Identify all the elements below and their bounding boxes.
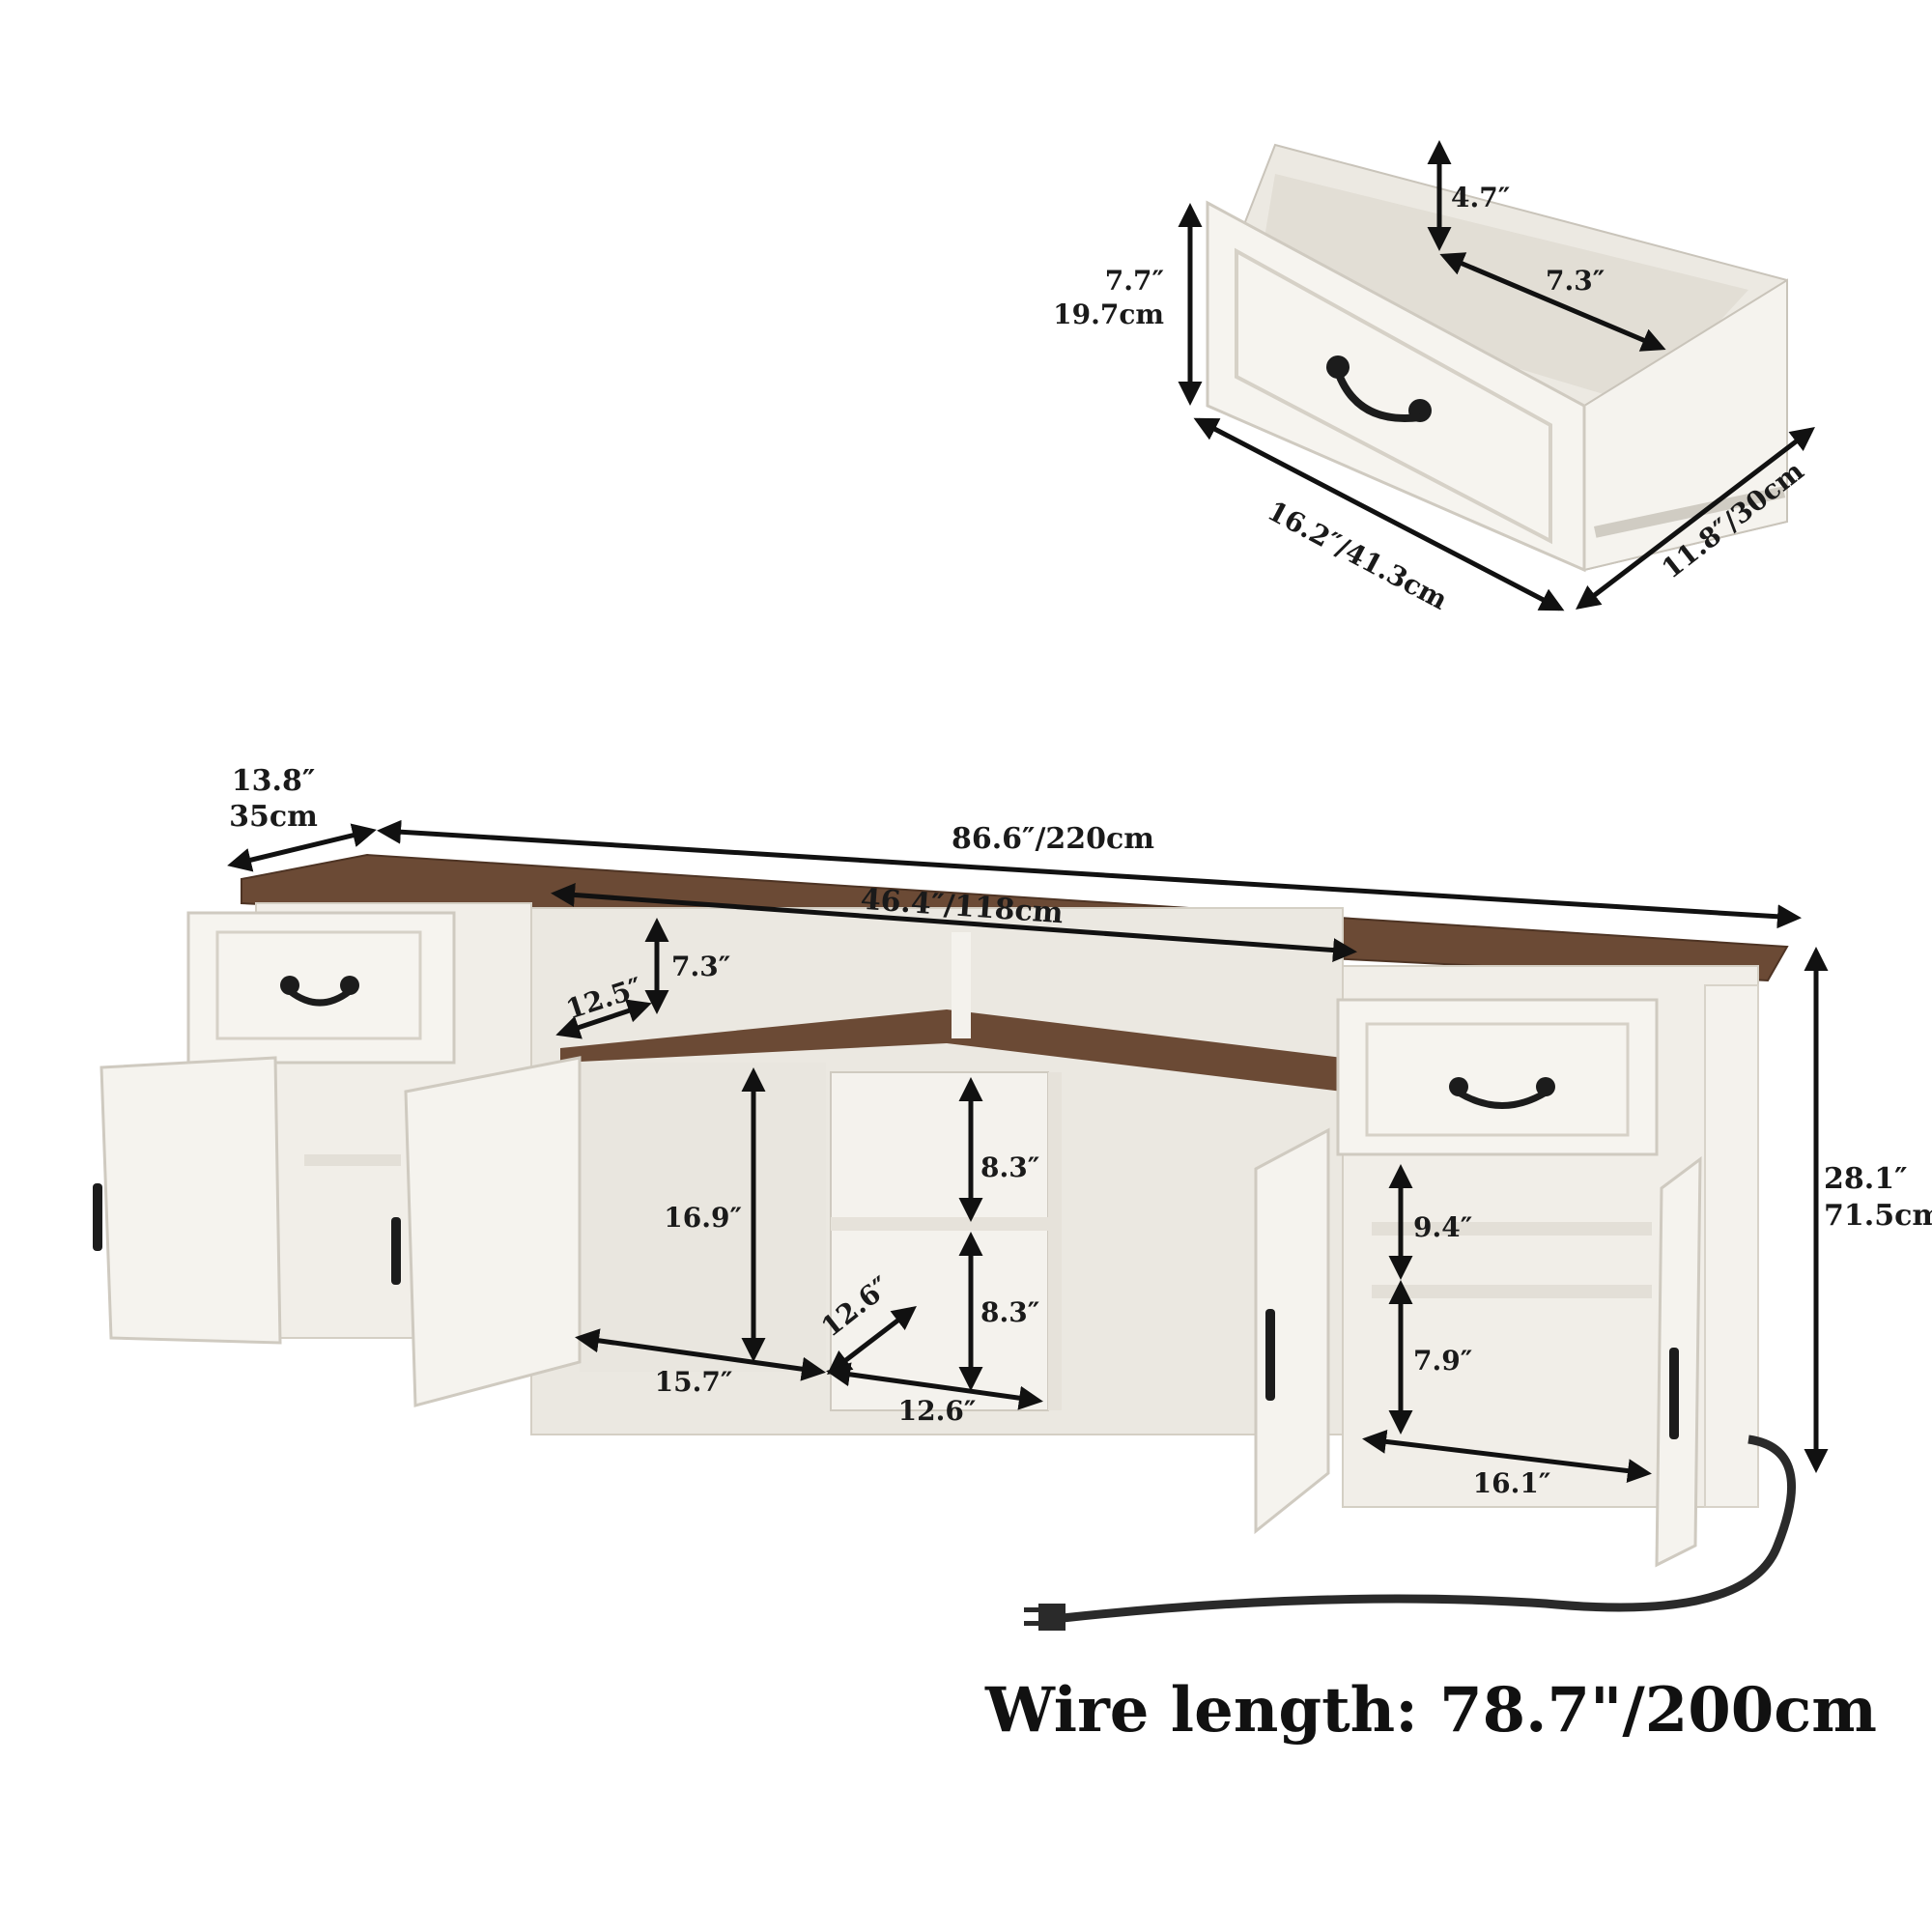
drawer-height-cm-label: 19.7cm bbox=[1053, 298, 1164, 330]
drawer-height-label: 7.7″ bbox=[1105, 265, 1164, 297]
upper-shelf-depth-arrow bbox=[555, 999, 652, 1039]
top-width-arrow bbox=[551, 882, 1357, 963]
drawer-width-arrow bbox=[1193, 417, 1565, 611]
cubby-width-label: 12.6″ bbox=[898, 1395, 977, 1427]
cubby-width-arrow bbox=[826, 1362, 1043, 1410]
wire-length-caption: Wire length: 78.7"/200cm bbox=[984, 1674, 1877, 1747]
depth-arrow bbox=[227, 823, 377, 872]
height-in-label: 28.1″ bbox=[1824, 1162, 1907, 1196]
right-door-handle-icon bbox=[1669, 1348, 1679, 1439]
cubby-depth-arrow bbox=[827, 1305, 917, 1376]
plug-icon bbox=[1024, 1604, 1065, 1631]
drawer-inner-depth-label: 4.7″ bbox=[1451, 182, 1510, 213]
cubby-upper-height-label: 8.3″ bbox=[980, 1151, 1039, 1183]
power-cord bbox=[1062, 1435, 1796, 1623]
right-cabinet-width-arrow bbox=[1362, 1429, 1652, 1484]
total-width-label: 86.6″/220cm bbox=[952, 822, 1154, 856]
left-door-handle-icon bbox=[93, 1183, 102, 1251]
open-compartment-height-label: 16.9″ bbox=[664, 1202, 742, 1234]
right-inner-door-handle-icon bbox=[1265, 1309, 1275, 1401]
right-drawer-handle-icon bbox=[1449, 1077, 1555, 1109]
depth-cm-label: 35cm bbox=[229, 800, 318, 834]
upper-shelf-height-label: 7.3″ bbox=[671, 951, 730, 982]
drawer-inner-width-arrow bbox=[1439, 252, 1666, 352]
height-cm-label: 71.5cm bbox=[1824, 1199, 1932, 1233]
open-compartment-width-arrow bbox=[575, 1328, 826, 1381]
left-drawer-handle-icon bbox=[280, 976, 359, 1007]
tv-console-illustration bbox=[93, 853, 1796, 1631]
right-cabinet-lower-height-label: 7.9″ bbox=[1413, 1345, 1472, 1377]
drawer-depth-arrow bbox=[1576, 426, 1815, 611]
depth-in-label: 13.8″ bbox=[232, 764, 315, 798]
left-inner-door-handle-icon bbox=[391, 1217, 401, 1285]
total-width-arrow bbox=[377, 819, 1802, 929]
right-cabinet-width-label: 16.1″ bbox=[1473, 1467, 1551, 1499]
cubby-lower-height-label: 8.3″ bbox=[980, 1296, 1039, 1328]
drawer-width-label: 16.2″/41.3cm bbox=[1263, 495, 1453, 616]
right-cabinet-upper-height-label: 9.4″ bbox=[1413, 1211, 1472, 1243]
drawer-inner-width-label: 7.3″ bbox=[1546, 265, 1605, 297]
open-compartment-width-label: 15.7″ bbox=[655, 1366, 733, 1398]
